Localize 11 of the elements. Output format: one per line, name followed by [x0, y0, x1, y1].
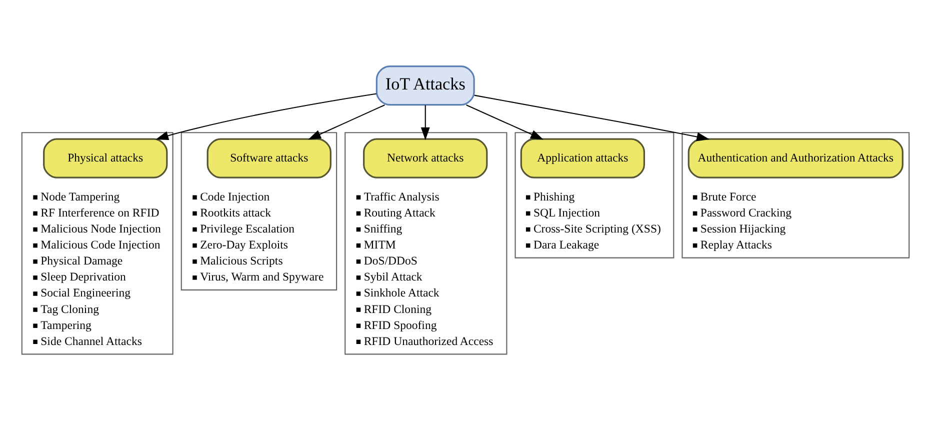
- arrow: [156, 93, 376, 140]
- arrow: [308, 104, 385, 140]
- arrow: [420, 105, 430, 140]
- node-box: IoT Attacks: [376, 65, 475, 106]
- arrow: [466, 104, 544, 140]
- node-box: Application attacks: [520, 138, 646, 178]
- node-box: Authentication and Authorization Attacks: [688, 138, 904, 178]
- node-box: Network attacks: [363, 138, 488, 178]
- node-box: Physical attacks: [43, 138, 168, 178]
- arrow: [474, 94, 710, 142]
- node-box: Software attacks: [206, 138, 332, 178]
